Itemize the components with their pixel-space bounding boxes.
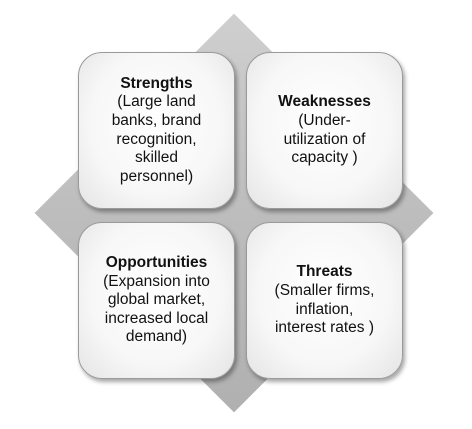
threats-title: Threats [296,263,353,281]
opportunities-title: Opportunities [105,254,208,272]
weaknesses-card: Weaknesses (Under- utilization of capaci… [246,52,403,209]
threats-description: (Smaller firms, inflation, interest rate… [274,281,375,337]
opportunities-description: (Expansion into global market, increased… [103,272,210,346]
strengths-description: (Large land banks, brand recognition, sk… [111,93,202,185]
strengths-title: Strengths [120,74,193,92]
weaknesses-title: Weaknesses [278,93,371,111]
strengths-card: Strengths (Large land banks, brand recog… [78,52,235,209]
weaknesses-description: (Under- utilization of capacity ) [283,111,366,167]
opportunities-card: Opportunities (Expansion into global mar… [78,222,235,379]
threats-card: Threats (Smaller firms, inflation, inter… [246,222,403,379]
